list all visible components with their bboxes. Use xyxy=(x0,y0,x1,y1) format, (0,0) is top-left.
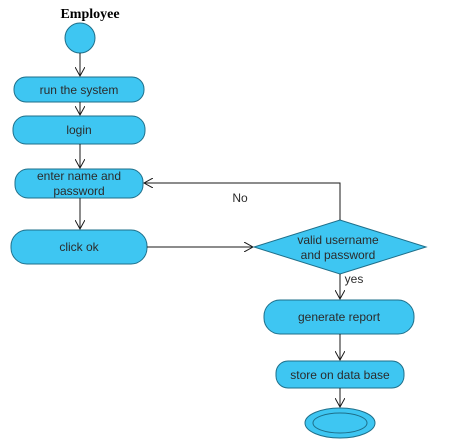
action-run-the-system[interactable] xyxy=(13,76,145,103)
final-node-inner xyxy=(312,412,368,434)
decision-valid-credentials[interactable] xyxy=(252,219,428,275)
action-enter-name-password-label-line1: enter name and xyxy=(37,169,121,183)
decision-label-line2: and password xyxy=(301,248,376,262)
action-click-ok-label: click ok xyxy=(59,240,99,254)
action-login[interactable] xyxy=(12,115,146,145)
edge-label-yes: yes xyxy=(345,272,364,286)
action-generate-report-label: generate report xyxy=(298,310,381,324)
edge-decision-no-to-enter xyxy=(144,183,341,220)
initial-node[interactable] xyxy=(64,22,96,54)
swimlane-title: Employee xyxy=(60,7,119,22)
decision-label-line1: valid username xyxy=(297,233,379,247)
action-store-on-database-label: store on data base xyxy=(290,368,390,382)
edge-label-no: No xyxy=(232,191,248,205)
action-generate-report[interactable] xyxy=(263,299,415,335)
action-run-the-system-label: run the system xyxy=(40,83,119,97)
action-enter-name-password-label-line2: password xyxy=(53,184,104,198)
action-login-label: login xyxy=(66,123,91,137)
